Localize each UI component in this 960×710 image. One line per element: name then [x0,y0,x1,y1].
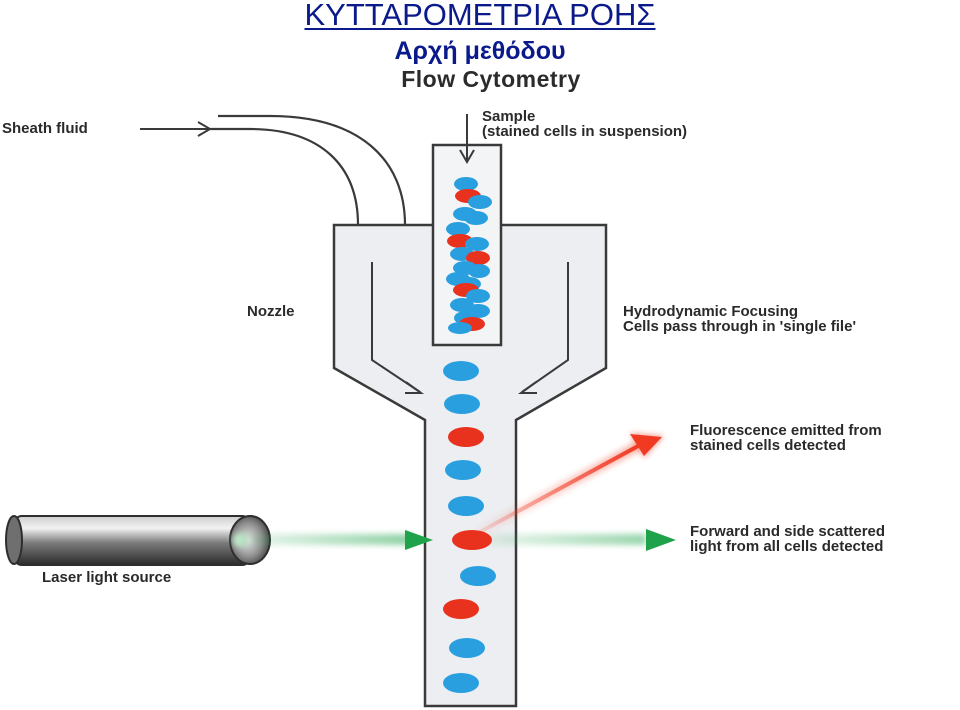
page-subtitle: Αρχή μεθόδου [394,37,566,65]
page-title: ΚΥΤΤΑΡΟΜΕΤΡΙΑ ΡΟΗΣ [304,0,656,32]
label-hydrodynamic-focusing: Hydrodynamic Focusing [623,303,799,320]
laser-beam [240,530,433,550]
label-scatter-line1: Forward and side scattered [690,524,886,540]
label-sample: Sample [482,108,536,125]
label-sample-note: (stained cells in suspension) [482,123,688,140]
interrogated-cell [452,530,492,550]
label-scatter-line2: light from all cells detected [690,539,884,555]
sheath-line-inner [218,114,407,226]
diagram-title: Flow Cytometry [401,66,581,92]
label-single-file-note: Cells pass through in 'single file' [623,318,857,335]
label-fluorescence-line2: stained cells detected [690,438,846,454]
flow-arrowhead-right [517,381,537,394]
scatter-beam [490,529,676,551]
label-nozzle: Nozzle [247,303,295,320]
fluorescence-beam [475,433,664,538]
laser-source [5,515,271,566]
sheath-line-outer [210,127,360,226]
label-fluorescence-line1: Fluorescence emitted from [690,423,882,439]
slide-title: ΚΥΤΤΑΡΟΜΕΤΡΙΑ ΡΟΗΣ [0,0,960,32]
flow-arrowhead-left [405,381,425,394]
label-sheath-fluid: Sheath fluid [2,120,88,137]
single-file-cells [443,361,496,693]
nozzle-inner-left [371,262,421,393]
sample-cells [446,177,492,334]
label-laser-light-source: Laser light source [42,569,172,586]
nozzle-inner-right [521,262,569,393]
